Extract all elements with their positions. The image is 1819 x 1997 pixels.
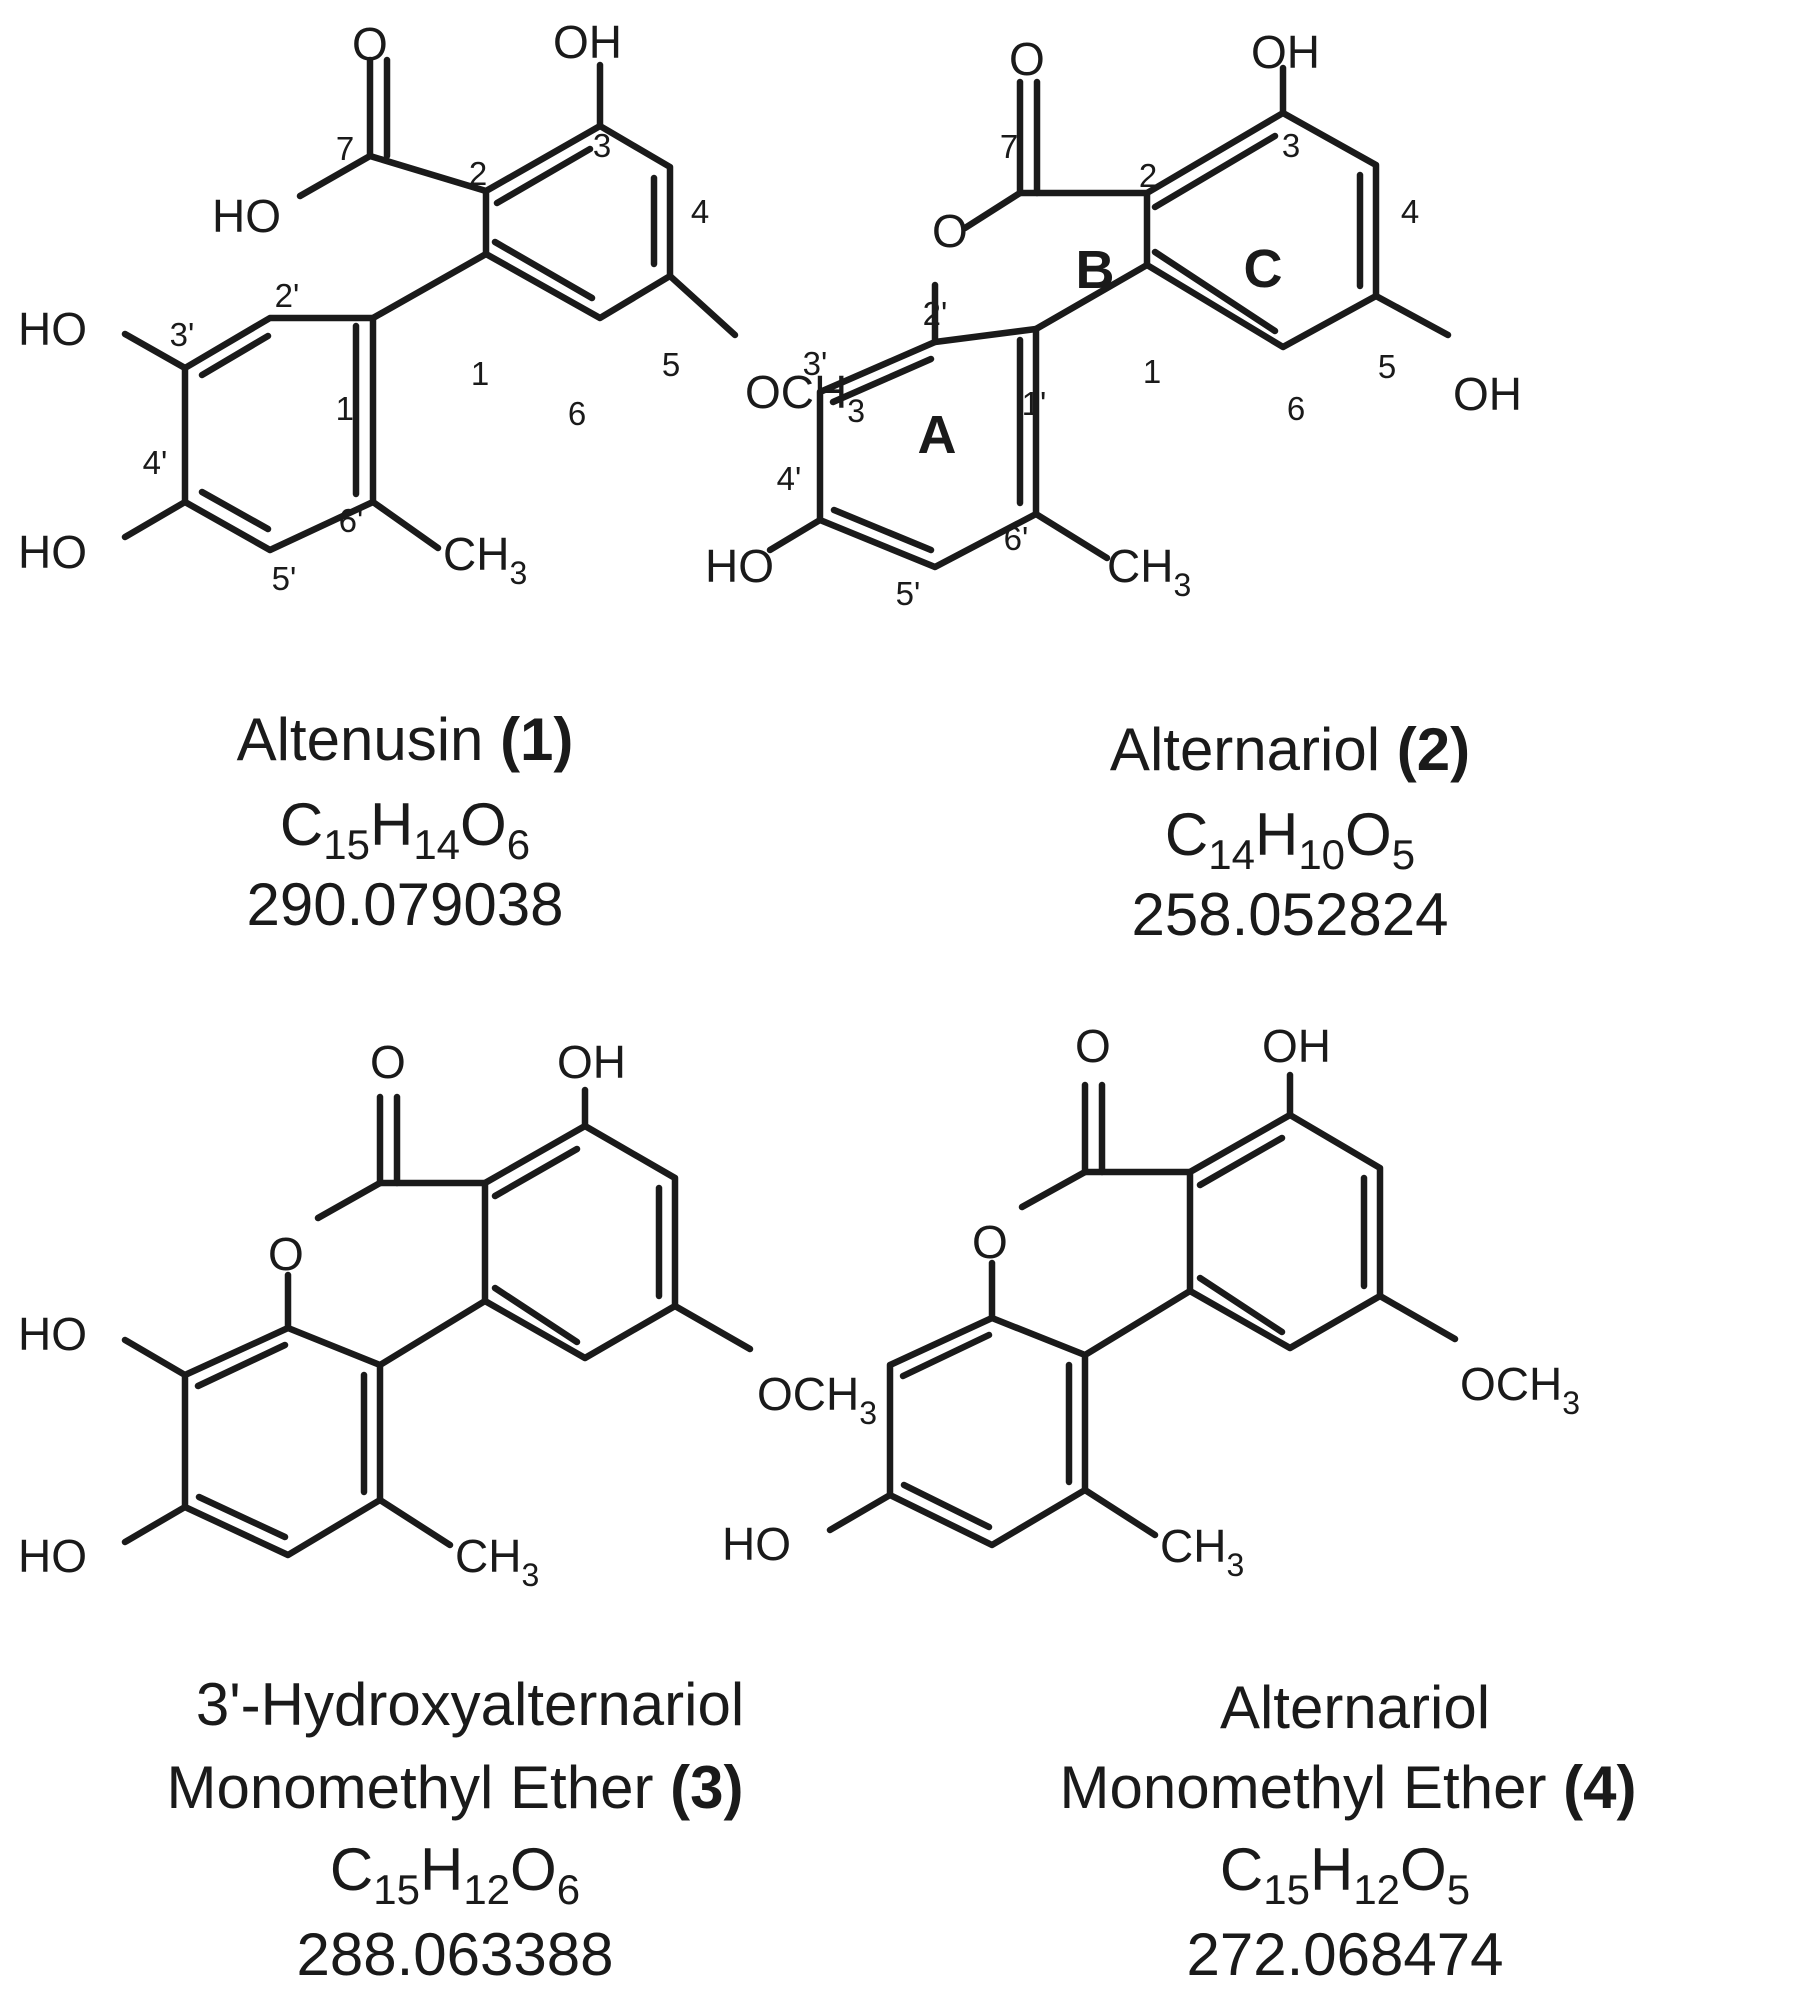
- ring-oxygen-label: O: [268, 1228, 304, 1280]
- exact-mass: 258.052824: [1132, 881, 1449, 948]
- hydroxyl-label: OH: [1262, 1020, 1331, 1072]
- atom-number: 3': [170, 316, 195, 353]
- atom-number: 1: [1143, 353, 1161, 390]
- oxygen-label: O: [1009, 33, 1045, 85]
- structure-alternariol: [766, 64, 1452, 571]
- atom-number: 3': [803, 345, 828, 382]
- atom-number: 4: [691, 193, 709, 230]
- structure-alternariol-monomethyl-ether: [826, 1071, 1459, 1549]
- atom-number: 6: [1287, 390, 1305, 427]
- compound-name: Altenusin (1): [237, 706, 574, 773]
- atom-number: 2: [1139, 157, 1157, 194]
- compound-name: Monomethyl Ether (3): [167, 1754, 744, 1821]
- compound-name: Alternariol (2): [1110, 716, 1470, 783]
- atom-number: 5': [272, 560, 297, 597]
- hydroxyl-label: OH: [1251, 26, 1320, 78]
- methyl-label: CH3: [1160, 1520, 1244, 1583]
- methoxy-label: OCH3: [757, 1368, 877, 1431]
- atom-number: 6': [339, 502, 364, 539]
- hydroxyl-label: HO: [18, 1308, 87, 1360]
- ring-label-a: A: [918, 405, 957, 465]
- structure-altenusin: [121, 56, 739, 554]
- compound-name: Alternariol: [1220, 1674, 1490, 1741]
- hydroxyl-label: HO: [722, 1518, 791, 1570]
- structure-3-hydroxyalternariol-monomethyl-ether: [121, 1086, 754, 1559]
- methyl-label: CH3: [455, 1530, 539, 1593]
- ring-oxygen-label: O: [972, 1216, 1008, 1268]
- atom-number: 4: [1401, 193, 1419, 230]
- ring-label-c: C: [1244, 239, 1283, 299]
- exact-mass: 272.068474: [1187, 1921, 1504, 1988]
- oxygen-label: O: [352, 18, 388, 70]
- atom-number: 1': [1022, 385, 1047, 422]
- hydroxyl-label: OH: [557, 1036, 626, 1088]
- ring-oxygen-label: O: [932, 205, 968, 257]
- atom-number: 3: [1282, 127, 1300, 164]
- atom-number: 7: [336, 130, 354, 167]
- atom-number: 1: [471, 355, 489, 392]
- hydroxyl-label: OH: [553, 16, 622, 68]
- atom-number: 2: [469, 155, 487, 192]
- atom-number: 5: [1378, 348, 1396, 385]
- oxygen-label: O: [370, 1036, 406, 1088]
- hydroxyl-label: HO: [705, 540, 774, 592]
- molecular-formula: C15H14O6: [280, 791, 530, 868]
- molecular-formula: C14H10O5: [1165, 801, 1415, 878]
- atom-number: 1': [336, 390, 361, 427]
- atom-number: 4': [143, 444, 168, 481]
- hydroxyl-label: OH: [1453, 368, 1522, 420]
- exact-mass: 290.079038: [247, 871, 564, 938]
- hydroxyl-label: HO: [18, 526, 87, 578]
- atom-number: 6': [1004, 520, 1029, 557]
- molecular-formula: C15H12O5: [1220, 1836, 1470, 1913]
- methyl-label: CH3: [1107, 540, 1191, 603]
- oxygen-label: O: [1075, 1020, 1111, 1072]
- exact-mass: 288.063388: [297, 1921, 614, 1988]
- methoxy-label: OCH3: [745, 366, 865, 429]
- hydroxyl-label: HO: [18, 303, 87, 355]
- atom-number: 2': [275, 277, 300, 314]
- atom-number: 6: [568, 395, 586, 432]
- methyl-label: CH3: [443, 528, 527, 591]
- atom-number: 3: [593, 127, 611, 164]
- compound-name: 3'-Hydroxyalternariol: [196, 1671, 744, 1738]
- atom-number: 7: [1000, 128, 1018, 165]
- atom-number: 5: [662, 346, 680, 383]
- molecular-formula: C15H12O6: [330, 1836, 580, 1913]
- atom-number: 2': [923, 295, 948, 332]
- atom-number: 4': [777, 460, 802, 497]
- methoxy-label: OCH3: [1460, 1358, 1580, 1421]
- ring-label-b: B: [1076, 240, 1115, 300]
- hydroxyl-label: HO: [212, 190, 281, 242]
- atom-number: 5': [896, 575, 921, 612]
- compound-name: Monomethyl Ether (4): [1060, 1754, 1637, 1821]
- hydroxyl-label: HO: [18, 1530, 87, 1582]
